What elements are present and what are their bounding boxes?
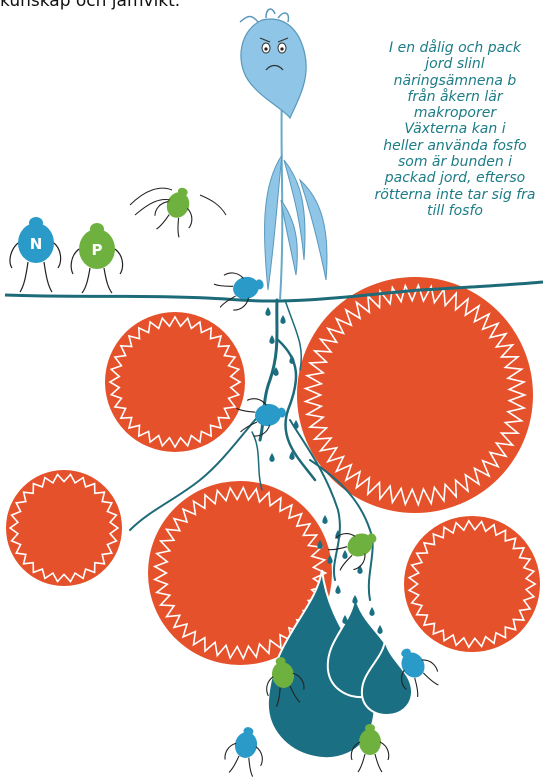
soil-aggregate xyxy=(6,470,122,586)
phosphorus-label: P xyxy=(92,241,103,259)
soil-aggregate xyxy=(105,312,245,452)
critter-body xyxy=(233,730,259,759)
critter-body xyxy=(359,729,381,755)
plant-pupil xyxy=(264,47,267,50)
water-drop xyxy=(352,595,357,604)
critter-body xyxy=(231,274,262,302)
nitrogen-label: N xyxy=(30,235,43,253)
phosphorus-head xyxy=(90,223,104,235)
plant-stem xyxy=(280,90,282,300)
soil-aggregates xyxy=(6,277,540,665)
critter-head xyxy=(365,724,375,732)
nutrient-nitrogen-character: N xyxy=(10,217,61,292)
water-drop xyxy=(342,615,347,624)
plant-pupil xyxy=(280,47,283,50)
water-drop xyxy=(269,453,274,462)
phosphorus-critter xyxy=(150,182,202,240)
water-drop xyxy=(369,607,374,616)
nitrogen-critter xyxy=(222,724,267,778)
water-drop xyxy=(342,550,347,559)
soil-aggregate xyxy=(404,516,540,652)
plant-face xyxy=(241,19,306,118)
water-drop xyxy=(269,335,274,344)
plant xyxy=(240,9,327,300)
water-drop xyxy=(377,625,382,634)
nitrogen-head xyxy=(29,217,43,229)
water-drop xyxy=(280,315,285,324)
water-drop xyxy=(335,585,340,594)
critter-body xyxy=(253,402,282,428)
water-drop xyxy=(265,307,270,316)
plant-head xyxy=(240,9,306,118)
plant-leaf xyxy=(265,155,282,290)
nutrient-phosphorus-character: P xyxy=(71,223,122,293)
water-drop xyxy=(322,515,327,524)
plant-leaf xyxy=(281,200,297,275)
nitrogen-critter xyxy=(212,265,268,314)
